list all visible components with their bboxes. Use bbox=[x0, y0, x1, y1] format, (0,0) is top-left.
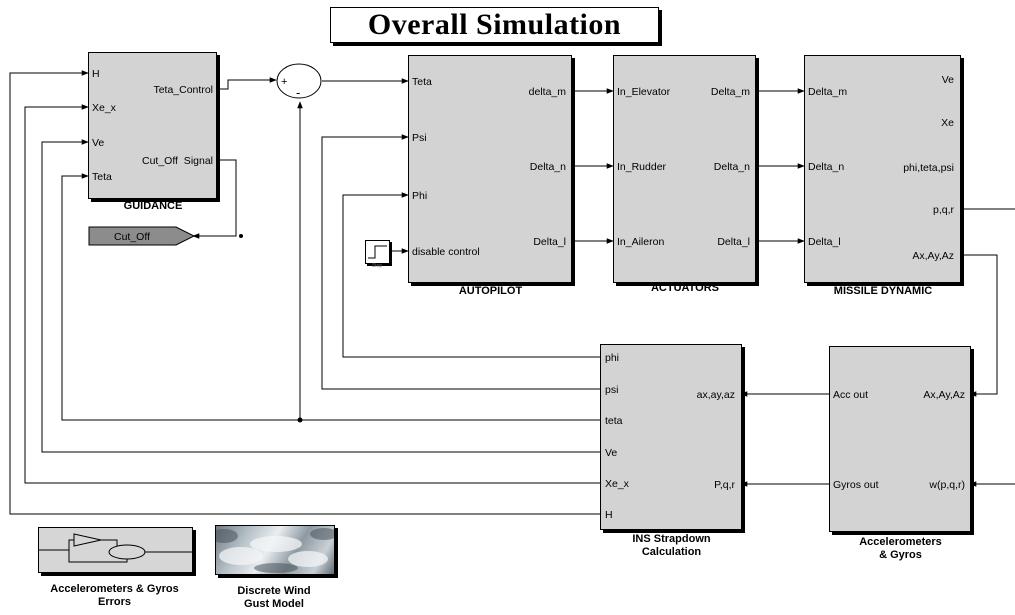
wire-cutoff-signal bbox=[192, 159, 237, 239]
guidance-input-ve: Ve bbox=[92, 137, 105, 149]
accel-output-gyros: Gyros out bbox=[833, 479, 879, 491]
errors-subsystem-block[interactable] bbox=[38, 527, 193, 573]
missile-input-delta-m: Delta_m bbox=[808, 86, 848, 98]
cloud-image-icon bbox=[210, 528, 338, 573]
actuators-label: ACTUATORS bbox=[650, 282, 720, 294]
actuators-output-delta-n: Delta_n bbox=[713, 161, 750, 173]
wire-accel bbox=[960, 254, 998, 397]
autopilot-label: AUTOPILOT bbox=[458, 285, 523, 297]
missile-output-axayaz: Ax,Ay,Az bbox=[912, 250, 954, 262]
step-block[interactable] bbox=[365, 240, 390, 264]
actuators-input-aileron: In_Aileron bbox=[617, 236, 665, 248]
autopilot-input-disable: disable control bbox=[412, 246, 480, 258]
autopilot-block[interactable]: Teta Psi Phi disable control delta_m Del… bbox=[408, 55, 572, 283]
ins-output-phi: phi bbox=[605, 352, 620, 364]
missile-output-pqr: p,q,r bbox=[932, 204, 954, 216]
wind-gust-block[interactable] bbox=[210, 525, 338, 575]
wire-phi bbox=[342, 192, 600, 358]
wire-ve bbox=[41, 139, 600, 453]
missile-output-phi-teta-psi: phi,teta,psi bbox=[903, 162, 954, 174]
errors-label-line2: Errors bbox=[97, 596, 132, 608]
ins-input-gyro: P,q,r bbox=[714, 479, 735, 491]
actuators-input-rudder: In_Rudder bbox=[617, 161, 667, 173]
cutoff-goto-tag[interactable]: Cut_Off bbox=[88, 226, 196, 246]
wind-label-line1: Discrete Wind bbox=[237, 585, 311, 597]
page-title: Overall Simulation bbox=[330, 7, 659, 43]
wind-label-line2: Gust Model bbox=[244, 598, 304, 610]
missile-dynamic-label: MISSILE DYNAMIC bbox=[833, 285, 933, 297]
accel-input-axayaz: Ax,Ay,Az bbox=[923, 389, 965, 401]
junction-dot bbox=[239, 234, 243, 238]
ins-output-xe: Xe_x bbox=[605, 478, 629, 490]
guidance-block[interactable]: H Xe_x Ve Teta Teta_Control Cut_Off Sign… bbox=[88, 52, 217, 199]
guidance-label: GUIDANCE bbox=[123, 200, 183, 212]
ins-label-line2: Calculation bbox=[641, 546, 702, 558]
ins-output-h: H bbox=[605, 509, 613, 521]
errors-subsystem-icon bbox=[39, 533, 192, 563]
ins-output-psi: psi bbox=[605, 384, 619, 396]
missile-output-xe: Xe bbox=[941, 117, 954, 129]
autopilot-input-phi: Phi bbox=[412, 190, 428, 202]
ins-output-ve: Ve bbox=[605, 447, 618, 459]
actuators-output-delta-m: Delta_m bbox=[710, 86, 750, 98]
wire-teta bbox=[61, 173, 600, 421]
accel-label-line2: & Gyros bbox=[879, 549, 922, 561]
sum-plus-sign: + bbox=[281, 76, 287, 88]
accel-output-acc: Acc out bbox=[833, 389, 869, 401]
autopilot-output-delta-n: Delta_n bbox=[529, 161, 566, 173]
autopilot-input-psi: Psi bbox=[412, 132, 427, 144]
wire-psi bbox=[321, 134, 600, 390]
guidance-input-xe: Xe_x bbox=[92, 102, 116, 114]
accelerometers-gyros-block[interactable]: Acc out Gyros out Ax,Ay,Az w(p,q,r) bbox=[829, 346, 971, 532]
autopilot-input-teta: Teta bbox=[412, 76, 432, 88]
branch-dot-teta bbox=[297, 417, 303, 423]
ins-input-accel: ax,ay,az bbox=[696, 389, 735, 401]
missile-input-delta-n: Delta_n bbox=[808, 161, 845, 173]
sum-junction bbox=[276, 63, 322, 99]
wire-xe bbox=[24, 104, 600, 484]
errors-label-line1: Accelerometers & Gyros bbox=[50, 583, 179, 595]
guidance-input-h: H bbox=[92, 68, 100, 80]
ins-output-teta: teta bbox=[605, 415, 623, 427]
autopilot-output-delta-l: Delta_l bbox=[533, 236, 566, 248]
guidance-output-teta-control: Teta_Control bbox=[153, 84, 213, 96]
missile-output-ve: Ve bbox=[941, 74, 954, 86]
guidance-input-teta: Teta bbox=[92, 171, 112, 183]
actuators-block[interactable]: In_Elevator In_Rudder In_Aileron Delta_m… bbox=[613, 55, 756, 283]
cutoff-tag-label: Cut_Off bbox=[114, 231, 150, 243]
actuators-output-delta-l: Delta_l bbox=[717, 236, 750, 248]
ins-strapdown-block[interactable]: phi psi teta Ve Xe_x H ax,ay,az P,q,r bbox=[600, 344, 742, 530]
step-label: Step bbox=[371, 263, 383, 269]
accel-input-wpqr: w(p,q,r) bbox=[929, 479, 965, 491]
guidance-output-cutoff: Cut_Off Signal bbox=[141, 155, 213, 167]
step-icon bbox=[368, 245, 387, 259]
actuators-input-elevator: In_Elevator bbox=[617, 86, 671, 98]
missile-input-delta-l: Delta_l bbox=[808, 236, 841, 248]
wire-h bbox=[9, 70, 600, 515]
autopilot-output-delta-m: delta_m bbox=[528, 86, 566, 98]
missile-dynamic-block[interactable]: Delta_m Delta_n Delta_l Ve Xe phi,teta,p… bbox=[804, 55, 961, 283]
wire-teta-control bbox=[216, 77, 277, 90]
sum-minus-sign: - bbox=[296, 85, 300, 100]
accel-label-line1: Accelerometers bbox=[859, 536, 942, 548]
ins-label-line1: INS Strapdown bbox=[632, 533, 711, 545]
